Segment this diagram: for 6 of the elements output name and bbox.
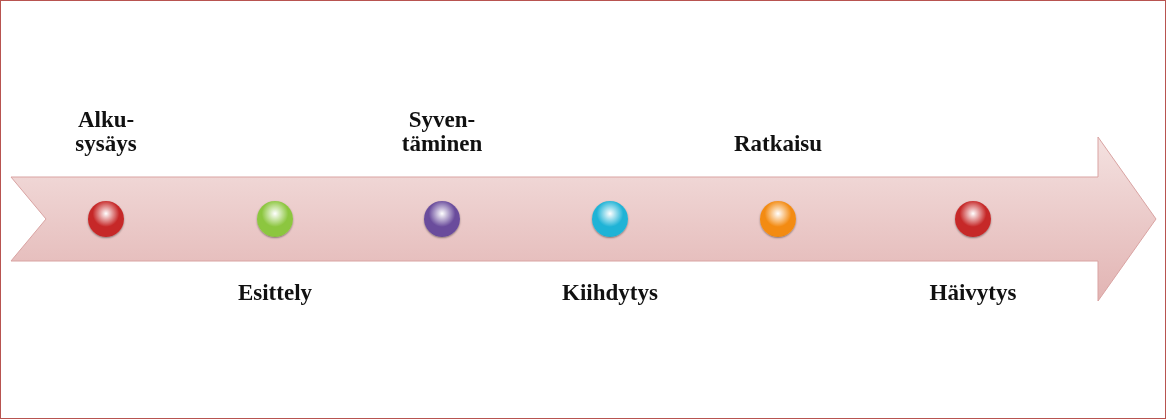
stage-label: Esittely [236, 281, 314, 305]
stage-label: Alku- sysäys [74, 108, 138, 156]
stage-label: Kiihdytys [561, 281, 659, 305]
stage-label: Ratkaisu [732, 132, 824, 156]
stage-label: Häivytys [928, 281, 1018, 305]
stage-label: Syven- täminen [400, 108, 484, 156]
